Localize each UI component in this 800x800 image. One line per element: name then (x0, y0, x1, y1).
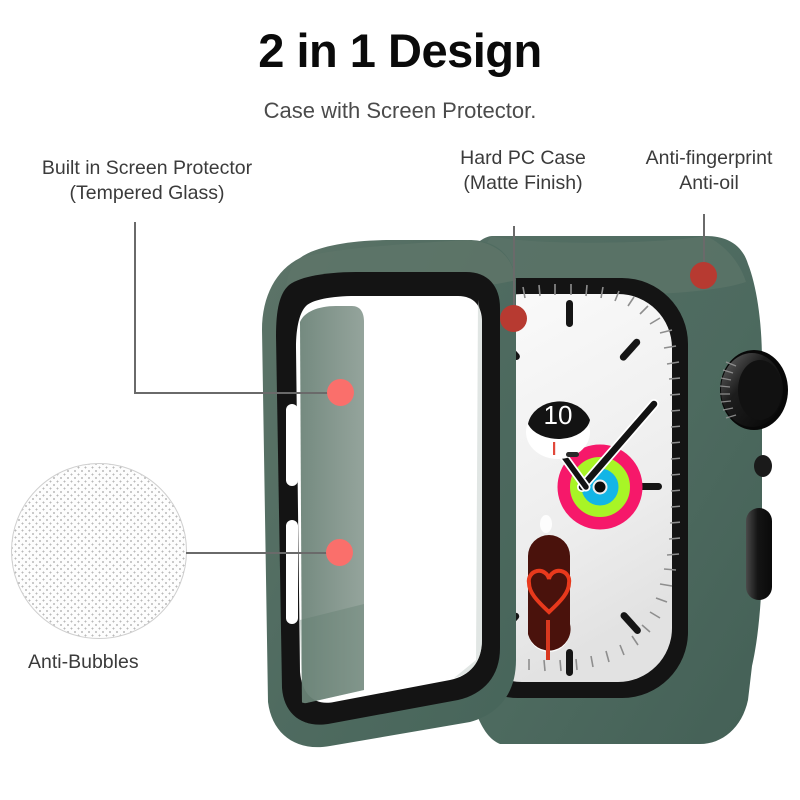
glass-edge-sheen (454, 300, 482, 678)
page-title: 2 in 1 Design (258, 24, 542, 77)
heart-rate-complication (526, 535, 572, 660)
date-complication: 10 (526, 400, 590, 459)
label-screen-protector: Built in Screen Protector (Tempered Glas… (41, 157, 253, 204)
crown-ridges (719, 361, 737, 419)
hotspot-anti-bubbles[interactable] (326, 539, 353, 566)
label-anti-fingerprint: Anti-fingerprint Anti-oil (645, 147, 773, 194)
hotspot-screen-protector[interactable] (327, 379, 354, 406)
hotspot-anti-fingerprint[interactable] (690, 262, 717, 289)
connector-anti-bubbles (186, 552, 340, 554)
hotspot-hard-pc-case[interactable] (500, 305, 527, 332)
connector-anti-fingerprint (703, 214, 705, 278)
case-side-through-glass (286, 306, 364, 704)
connector-screen-protector-vertical (134, 222, 136, 394)
connector-screen-protector-horizontal (134, 392, 342, 394)
seconds-marker (540, 515, 552, 533)
page-subtitle: Case with Screen Protector. (263, 98, 537, 123)
side-button-cutout-slot (286, 520, 298, 624)
digital-crown (719, 350, 788, 430)
label-hard-pc-case: Hard PC Case (Matte Finish) (460, 147, 586, 194)
anti-bubbles-pattern (11, 463, 187, 639)
microphone-port (754, 455, 772, 477)
crown-cutout-slot (286, 404, 298, 486)
side-button (746, 508, 772, 600)
date-complication-value: 10 (544, 400, 573, 430)
front-case-with-glass (262, 240, 516, 748)
label-anti-bubbles: Anti-Bubbles (28, 651, 139, 673)
connector-hard-pc-case (513, 226, 515, 320)
